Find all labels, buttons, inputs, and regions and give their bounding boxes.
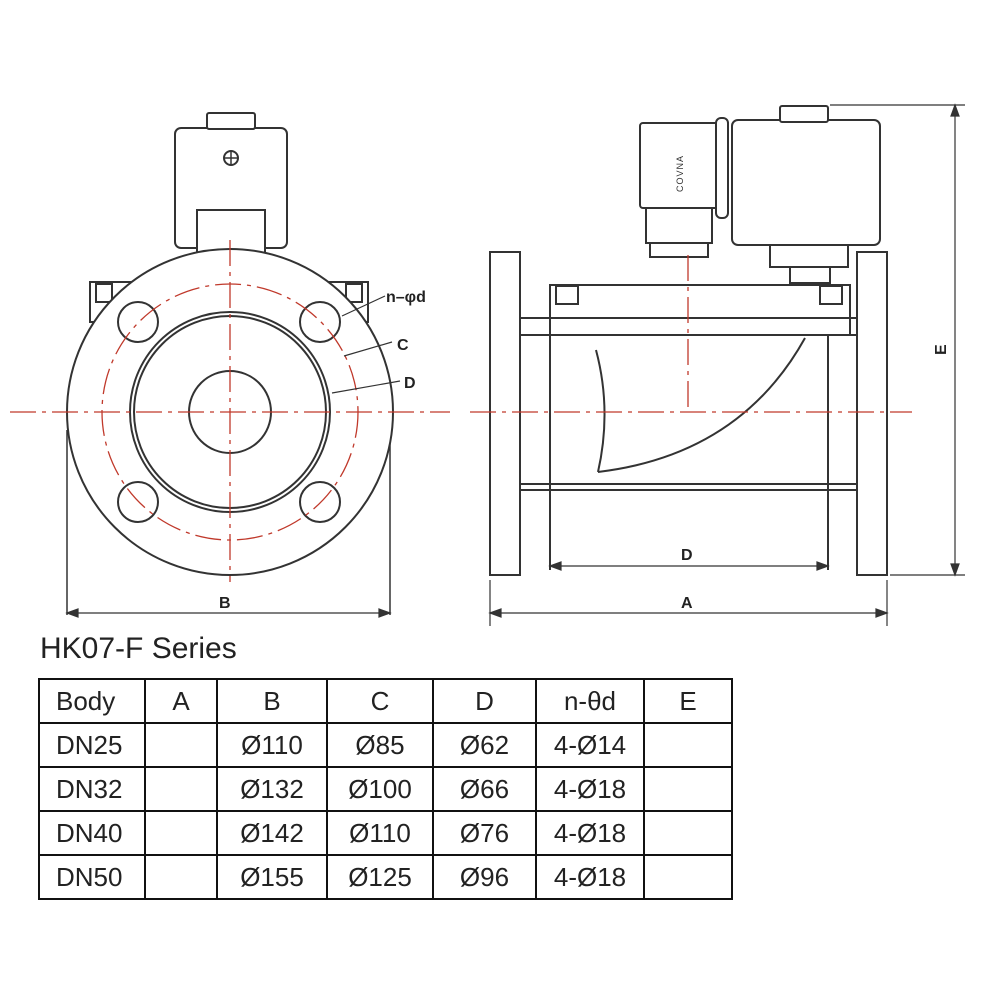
table-cell: 4-Ø14 [535,722,645,768]
header-b: B [216,678,328,724]
bolt-hole [299,481,341,523]
front-coil-nut [206,112,256,130]
header-a: A [144,678,218,724]
label-front-d: D [404,375,416,392]
table-cell: DN25 [38,722,146,768]
table-cell: Ø155 [216,854,328,900]
table-cell: Ø76 [432,810,537,856]
table-cell: Ø142 [216,810,328,856]
label-side-d: D [681,547,693,564]
side-flange-left [489,251,521,576]
header-e: E [643,678,733,724]
table-cell [643,854,733,900]
header-n-d: n-θd [535,678,645,724]
table-cell: Ø132 [216,766,328,812]
table-cell: Ø110 [326,810,434,856]
table-row: DN40 Ø142 Ø110 Ø76 4-Ø18 [38,810,733,856]
table-cell: 4-Ø18 [535,766,645,812]
spec-table: Body A B C D n-θd E DN25 Ø110 Ø85 Ø62 4-… [38,678,733,900]
side-dimensions [488,103,965,626]
label-front-c: C [397,337,409,354]
label-side-a: A [681,595,693,612]
label-front-b: B [219,595,231,612]
bolt-hole [117,301,159,343]
screw-icon [223,150,239,166]
table-cell [643,722,733,768]
table-cell [144,810,218,856]
side-bonnet [549,284,851,336]
brand-label: COVNA [675,155,685,192]
label-side-e: E [933,344,950,355]
table-cell [643,766,733,812]
table-cell [144,854,218,900]
table-cell: 4-Ø18 [535,854,645,900]
front-centerlines [10,240,450,582]
table-cell: DN40 [38,810,146,856]
table-cell: Ø62 [432,722,537,768]
table-cell [643,810,733,856]
front-dimensions [65,295,401,618]
table-cell: Ø66 [432,766,537,812]
table-cell: Ø96 [432,854,537,900]
side-flange-right [856,251,888,576]
table-cell [144,722,218,768]
table-cell: DN32 [38,766,146,812]
bolt-hole [299,301,341,343]
table-header-row: Body A B C D n-θd E [38,678,733,724]
side-coil [731,119,881,246]
side-view [489,105,888,576]
valve-drawing: n–φd C D B COVNA [10,103,965,626]
table-cell: Ø100 [326,766,434,812]
table-row: DN25 Ø110 Ø85 Ø62 4-Ø14 [38,722,733,768]
side-coil-nut [779,105,829,123]
label-bolt: n–φd [386,289,426,306]
table-cell: DN50 [38,854,146,900]
header-c: C [326,678,434,724]
header-body: Body [38,678,146,724]
table-cell: Ø85 [326,722,434,768]
side-centerlines [470,255,912,413]
table-row: DN32 Ø132 Ø100 Ø66 4-Ø18 [38,766,733,812]
series-title: HK07-F Series [40,632,237,665]
table-row: DN50 Ø155 Ø125 Ø96 4-Ø18 [38,854,733,900]
table-cell: Ø110 [216,722,328,768]
table-cell [144,766,218,812]
table-cell: 4-Ø18 [535,810,645,856]
bolt-hole [117,481,159,523]
header-d: D [432,678,537,724]
table-cell: Ø125 [326,854,434,900]
